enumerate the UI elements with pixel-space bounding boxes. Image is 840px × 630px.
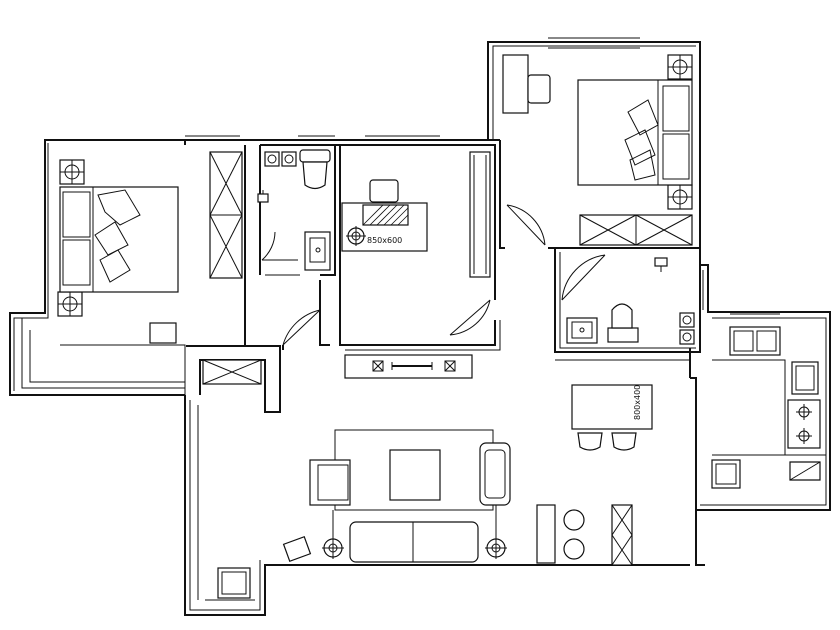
doors [261, 204, 606, 346]
kitchen [711, 326, 826, 489]
sink-icon [566, 317, 598, 344]
shower-icon [654, 257, 668, 272]
right-bedroom [502, 54, 693, 246]
corner-cabinet-icon [789, 461, 821, 481]
bed-icon [59, 186, 179, 293]
sink-icon [729, 326, 781, 356]
stove-icon [787, 399, 821, 449]
left-bathroom [257, 149, 331, 271]
wardrobe-icon [579, 214, 693, 246]
tv-cabinet-icon [344, 354, 473, 379]
lamp-icon [346, 226, 366, 246]
armchair-icon [309, 459, 351, 506]
nightstand-icon [502, 54, 529, 114]
chair-icon [369, 179, 399, 203]
lamp-icon [59, 159, 85, 185]
interior-walls [60, 140, 701, 413]
study: 850x600 [341, 151, 491, 379]
shower-icon [257, 190, 269, 203]
dining-table-label: 800x400 [633, 385, 642, 420]
sofa-icon [349, 521, 479, 563]
living-room [282, 429, 633, 566]
sink-icon [304, 231, 331, 271]
coffee-table-icon [389, 449, 441, 501]
floor-drain-icon [679, 329, 695, 345]
lamp-icon [667, 54, 693, 80]
floor-drain-icon [679, 312, 695, 328]
fridge-icon [791, 361, 819, 395]
washer-icon [711, 459, 741, 489]
outer-walls [9, 41, 831, 616]
magazine-icon [282, 536, 312, 562]
floor-drain-icon [264, 151, 280, 167]
left-bedroom [57, 159, 179, 344]
washer-icon [217, 567, 251, 599]
wardrobe-icon [209, 151, 243, 279]
right-bathroom [566, 257, 695, 345]
toilet-icon [299, 149, 331, 190]
desk-dimension-label: 850x600 [367, 236, 402, 245]
lamp-icon [57, 291, 83, 317]
lamp-icon [485, 505, 507, 559]
windows [185, 37, 780, 315]
dining-table-icon: 800x400 [571, 384, 653, 430]
cabinet-icon [536, 504, 556, 564]
toilet-icon [607, 303, 639, 343]
stool-icon [149, 322, 177, 344]
chair-icon [577, 432, 603, 451]
wardrobe-icon [611, 504, 633, 566]
cabinet-icon [202, 359, 262, 385]
chair-icon [527, 74, 551, 104]
stool-icon [563, 509, 585, 560]
lamp-icon [667, 184, 693, 210]
side-sofa-icon [479, 442, 511, 506]
chair-icon [611, 432, 637, 451]
bed-icon [577, 79, 693, 186]
floor-drain-icon [281, 151, 297, 167]
lamp-icon [322, 510, 344, 559]
wardrobe-icon [469, 151, 491, 278]
dining-area: 800x400 [571, 384, 653, 451]
